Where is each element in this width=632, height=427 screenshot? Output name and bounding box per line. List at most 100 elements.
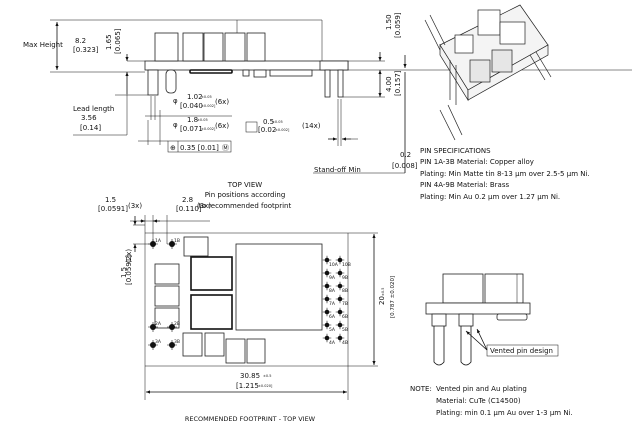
- standoff-in: [0.008]: [392, 162, 418, 170]
- height-mm: 20: [378, 296, 386, 305]
- footprint-components: [154, 236, 323, 364]
- hole2-in-tol: ±0.002]: [201, 127, 216, 131]
- hole2-qty: (6x): [215, 122, 229, 130]
- pin-label: 4B: [342, 340, 348, 346]
- width-in: [1.215: [236, 382, 259, 390]
- pin-label: 1B: [174, 238, 180, 244]
- sq-in-tol: ±0.002]: [275, 128, 290, 132]
- phi-symbol: φ: [173, 121, 178, 129]
- lead-length-label: Lead length: [73, 105, 114, 113]
- top-view-title: TOP VIEW: [227, 181, 263, 189]
- note-line: Vented pin and Au plating: [436, 385, 527, 393]
- pin-label: 7B: [342, 301, 348, 307]
- mmc-modifier-icon: Ⓜ: [222, 144, 229, 152]
- pin-label: 2B: [174, 321, 180, 327]
- hole1-tol: ±0.05: [201, 95, 212, 99]
- pcb-thk-in: [0.065]: [114, 28, 122, 54]
- max-height-label: Max Height: [23, 41, 63, 49]
- pcb-side: [144, 60, 349, 71]
- hole1-in-tol: ±0.002]: [201, 104, 216, 108]
- hole1-mm: 1.02: [187, 93, 203, 101]
- right-pin-mm: 4.00: [385, 76, 393, 92]
- pin-label: 3B: [174, 339, 180, 345]
- pin-label: 3A: [155, 339, 162, 345]
- sq-tol: ±0.05: [272, 120, 283, 124]
- pin-crosshair-icon: [322, 320, 332, 330]
- sq-qty: (14x): [302, 122, 321, 130]
- dim-a-in: [0.0591]: [98, 205, 128, 213]
- dim-c-in: [0.0591]: [125, 255, 133, 285]
- hole1-qty: (6x): [215, 98, 229, 106]
- top-view-subtitle: to recommended footprint: [199, 202, 292, 210]
- hole2-tol: ±0.05: [197, 118, 208, 122]
- feature-control-frame: ⊕ 0.35 [0.01] Ⓜ: [167, 140, 232, 153]
- side-view: Max Height 8.2 [0.323] 1.65 [0.065] 1.50…: [23, 12, 632, 174]
- sq-in: [0.02: [258, 126, 276, 134]
- pin-crosshair-icon: [335, 307, 345, 317]
- pin-crosshair-icon: [167, 322, 177, 332]
- dim-c-mm: 1.5: [120, 267, 128, 278]
- pin-crosshair-icon: [322, 255, 332, 265]
- pin-label: 8A: [329, 288, 336, 294]
- pin-crosshair-icon: [322, 294, 332, 304]
- pin-label: 9B: [342, 275, 348, 281]
- dim-a-qty: (3x): [128, 202, 142, 210]
- lead-length-in: [0.14]: [80, 124, 101, 132]
- pin-crosshair-icon: [335, 294, 345, 304]
- hole2-mm: 1.8: [187, 116, 198, 124]
- dim-a-mm: 1.5: [105, 196, 116, 204]
- pin-crosshair-icon: [322, 268, 332, 278]
- pin-spec-line: PIN 1A-3B Material: Copper alloy: [420, 158, 534, 166]
- pin-crosshair-icon: [335, 320, 345, 330]
- position-tolerance-icon: ⊕: [170, 144, 176, 152]
- pin-crosshair-icon: [322, 307, 332, 317]
- width-in-tol: ±0.020]: [258, 384, 273, 388]
- standoff-label: Stand-off Min: [314, 166, 361, 174]
- pin-label: 2A: [155, 321, 162, 327]
- height-in: [0.787 ±0.020]: [390, 276, 396, 318]
- height-tol: ±0.5: [381, 288, 385, 297]
- right-top-in: [0.059]: [394, 12, 402, 38]
- standoff-mm: 0.2: [400, 151, 411, 159]
- pin-spec-line: Plating: Min Au 0.2 µm over 1.27 µm Ni.: [420, 193, 560, 201]
- dim-c-qty: (2x): [125, 249, 133, 263]
- vented-pin-callout: Vented pin design: [490, 347, 553, 355]
- footprint-caption: RECOMMENDED FOOTPRINT - TOP VIEW: [185, 415, 316, 423]
- note-line: Plating: min 0.1 µm Au over 1-3 µm Ni.: [436, 409, 573, 417]
- max-height-in: [0.323]: [73, 46, 99, 54]
- phi-symbol: φ: [173, 97, 178, 105]
- lead-length-mm: 3.56: [81, 114, 97, 122]
- right-pin-in: [0.157]: [394, 70, 402, 96]
- vented-pin-detail: Vented pin design NOTE: Vented pin and A…: [410, 273, 573, 417]
- pin-label: 8B: [342, 288, 348, 294]
- pin-crosshair-icon: [335, 255, 345, 265]
- pin-crosshair-icon: [322, 281, 332, 291]
- pin-spec-line: PIN 4A-9B Material: Brass: [420, 181, 509, 189]
- pcb-thk-mm: 1.65: [105, 34, 113, 50]
- pin-crosshair-icon: [335, 268, 345, 278]
- pin-label: 6B: [342, 314, 348, 320]
- square-pin-icon: [245, 121, 258, 133]
- pin-crosshair-icon: [167, 239, 177, 249]
- pin-label: 10A: [329, 262, 339, 268]
- note-line: Material: CuTe (C14500): [436, 397, 521, 405]
- pin-label: 4A: [329, 340, 336, 346]
- pin-spec-line: Plating: Min Matte tin 8-13 µm over 2.5-…: [420, 170, 590, 178]
- dim-b-mm: 2.8: [182, 196, 193, 204]
- max-height-mm: 8.2: [75, 37, 86, 45]
- pin-crosshair-icon: [167, 340, 177, 350]
- width-tol: ±0.5: [263, 374, 272, 378]
- top-view-subtitle: Pin positions according: [205, 191, 286, 199]
- pin-crosshair-icon: [322, 333, 332, 343]
- pin-label: 1A: [155, 238, 162, 244]
- top-view: TOP VIEW Pin positions according to reco…: [98, 181, 396, 423]
- pin-crosshair-icon: [148, 322, 158, 332]
- dim-b-in: [0.110]: [176, 205, 202, 213]
- pin-label: 9A: [329, 275, 336, 281]
- fcf-value: 0.35 [0.01]: [180, 144, 219, 152]
- sq-mm: 0.5: [263, 118, 274, 126]
- pin-label: 5B: [342, 327, 348, 333]
- pin-label: 5A: [329, 327, 336, 333]
